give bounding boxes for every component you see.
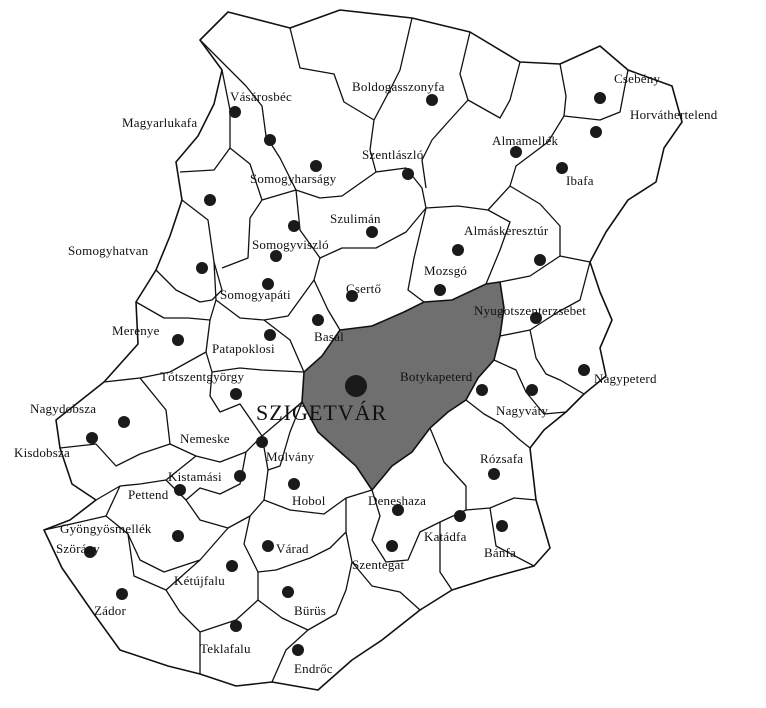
- label-totszentgyorgy: Tótszentgyörgy: [160, 369, 245, 384]
- label-katadfa: Katádfa: [424, 529, 467, 544]
- label-patapoklosi: Patapoklosi: [212, 341, 275, 356]
- label-burus: Bürüs: [294, 603, 327, 618]
- label-ibafa: Ibafa: [566, 173, 594, 188]
- label-molvany: Molvány: [266, 449, 315, 464]
- label-somogyhatvan: Somogyhatvan: [68, 243, 149, 258]
- label-merenye: Merenye: [112, 323, 160, 338]
- label-almaskeresztur: Almáskeresztúr: [464, 223, 549, 238]
- label-rozsafa: Rózsafa: [480, 451, 524, 466]
- label-varad: Várad: [276, 541, 309, 556]
- label-szentegat: Szentegát: [352, 557, 405, 572]
- label-nemeske: Nemeske: [180, 431, 230, 446]
- village-markers: [84, 92, 606, 656]
- label-kisdobsza: Kisdobsza: [14, 445, 70, 460]
- label-hobol: Hobol: [292, 493, 326, 508]
- label-horvathertelend: Horváthertelend: [630, 107, 718, 122]
- label-nyugotszenterzsebet: Nyugotszenterzsébet: [474, 303, 587, 318]
- label-mozsgo: Mozsgó: [424, 263, 468, 278]
- label-magyarlukafa: Magyarlukafa: [122, 115, 198, 130]
- label-vasarosbec: Vásárosbéc: [230, 89, 292, 104]
- label-nagyvaty: Nagyváty: [496, 403, 549, 418]
- label-gyongyosmellek: Gyöngyösmellék: [60, 521, 152, 536]
- label-somogyviszlo: Somogyviszló: [252, 237, 329, 252]
- label-somogyapati: Somogyapáti: [220, 287, 291, 302]
- label-basal: Basal: [314, 329, 344, 344]
- label-endrod: Endrőc: [294, 661, 333, 676]
- label-sulimán: Szulimán: [330, 211, 381, 226]
- label-banfa: Bánfa: [484, 545, 517, 560]
- label-ketujfalu: Kétújfalu: [174, 573, 225, 588]
- szigetvar-marker: [345, 375, 367, 397]
- label-somogyharsagy: Somogyharságy: [250, 171, 337, 186]
- label-botykapeterd: Botykapeterd: [400, 369, 473, 384]
- label-almamellek: Almamellék: [492, 133, 559, 148]
- label-szorany: Szörány: [56, 541, 100, 556]
- label-pettend: Pettend: [128, 487, 169, 502]
- label-zador: Zádor: [94, 603, 127, 618]
- label-szentlaszlo: Szentlászló: [362, 147, 424, 162]
- label-boldogasszonyfa: Boldogasszonyfa: [352, 79, 445, 94]
- label-nagydobsza: Nagydobsza: [30, 401, 97, 416]
- szigetvar-region: [301, 281, 505, 492]
- label-teklafalu: Teklafalu: [200, 641, 251, 656]
- center-town-label: SZIGETVÁR: [256, 400, 388, 425]
- label-kistamasi: Kistamási: [168, 469, 222, 484]
- label-cserto: Csertő: [346, 281, 382, 296]
- label-nagypeterd: Nagypeterd: [594, 371, 657, 386]
- village-boundaries: [43, 17, 629, 683]
- label-deneshaza: Deneshaza: [368, 493, 427, 508]
- label-csebeny: Csebény: [614, 71, 661, 86]
